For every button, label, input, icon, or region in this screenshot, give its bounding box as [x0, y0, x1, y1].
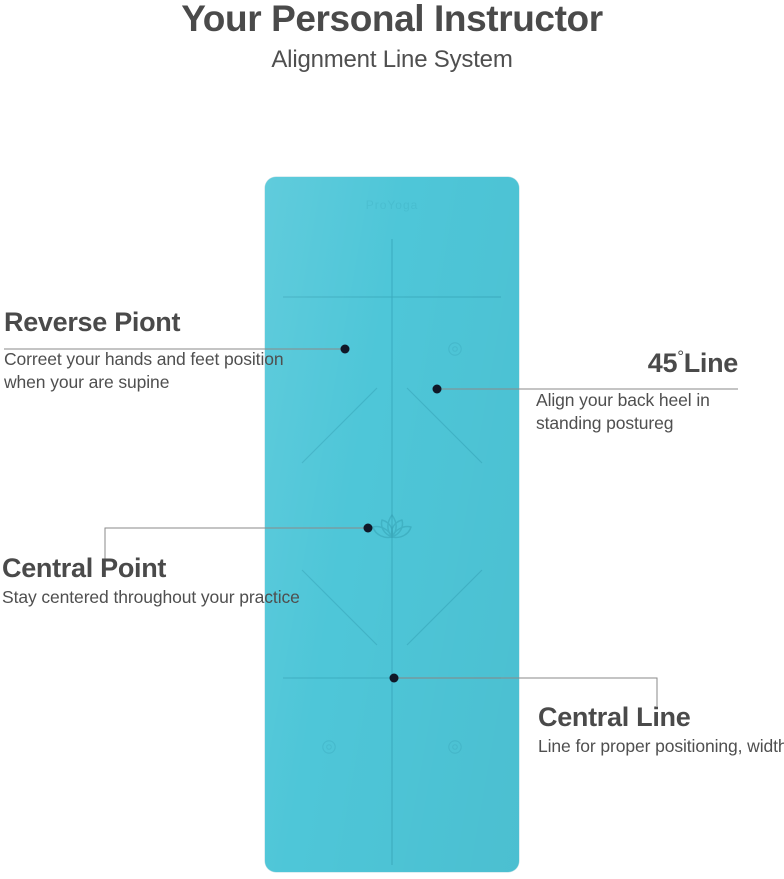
- callout-central-line: Central Line Line for proper positioning…: [538, 703, 784, 758]
- callout-central-point-heading: Central Point: [2, 553, 167, 583]
- callout-central-line-heading: Central Line: [538, 702, 691, 732]
- callout-45-line-heading: 45°Line: [434, 347, 739, 378]
- callout-central-point: Central Point Stay centered throughout y…: [2, 554, 322, 609]
- callout-reverse-point-heading: Reverse Piont: [4, 307, 181, 337]
- svg-text:ProYoga: ProYoga: [366, 198, 419, 212]
- anchor-dot-45-line: [432, 384, 442, 394]
- callout-reverse-point-body: Correet your hands and feet position whe…: [4, 349, 284, 392]
- anchor-dot-central-point: [363, 523, 373, 533]
- mat-brand-emboss: ProYoga: [366, 198, 419, 212]
- callout-reverse-point: Reverse Piont Correet your hands and fee…: [4, 308, 304, 393]
- callout-45-line-number: 45: [647, 348, 678, 378]
- callout-45-line-word: Line: [683, 348, 739, 378]
- callout-45-line-body: Align your back heel in standing posture…: [536, 390, 710, 433]
- callout-central-point-body: Stay centered throughout your practice: [2, 587, 300, 608]
- callout-45-line: 45°Line Align your back heel in standing…: [434, 347, 739, 434]
- degree-symbol-icon: °: [677, 347, 684, 366]
- leader-central-point: [104, 527, 368, 560]
- leader-central-line: [394, 677, 658, 706]
- page-subtitle: Alignment Line System: [271, 46, 513, 73]
- anchor-dot-central-line: [389, 673, 399, 683]
- lotus-emblem: [372, 514, 412, 539]
- anchor-dot-reverse-point: [340, 344, 350, 354]
- page-title: Your Personal Instructor: [181, 0, 603, 39]
- callout-central-line-body: Line for proper positioning, width-ways: [538, 736, 784, 757]
